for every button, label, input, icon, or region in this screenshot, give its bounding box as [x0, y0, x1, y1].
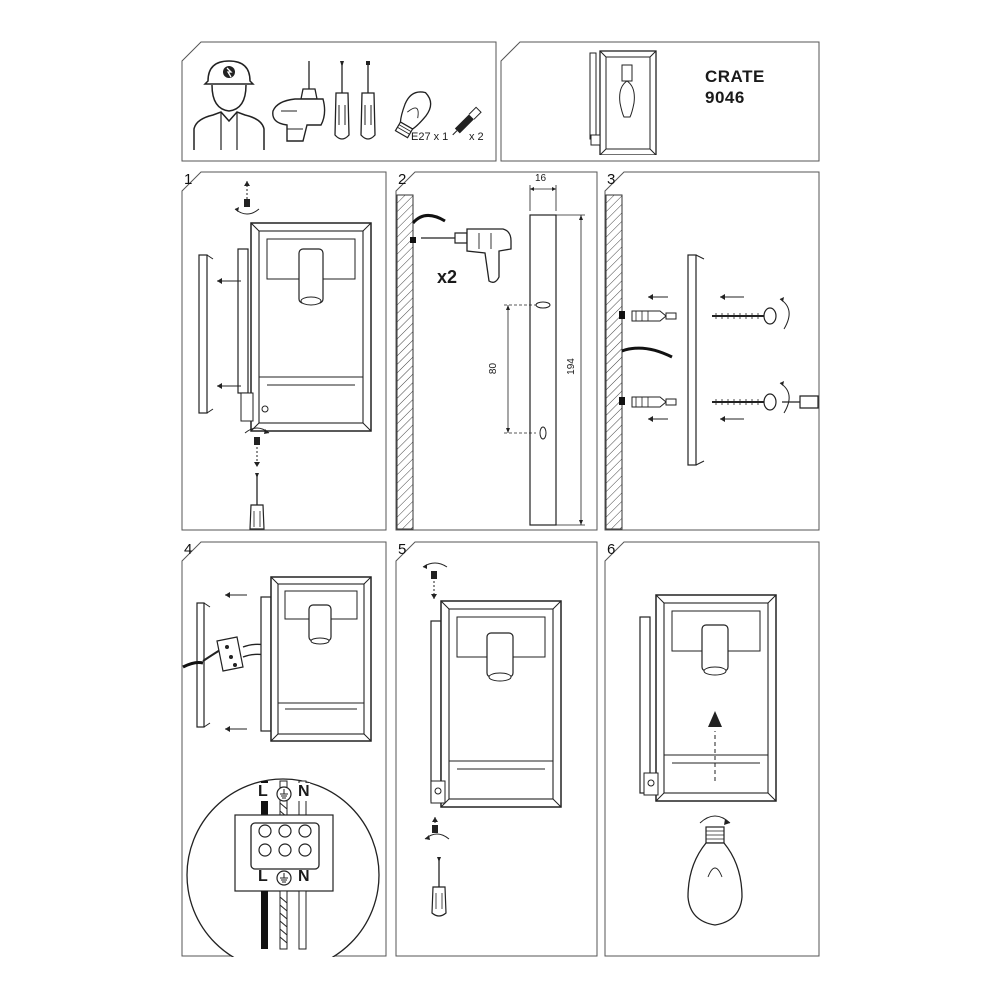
technician-icon	[193, 60, 265, 150]
tools-panel-frame	[181, 41, 497, 162]
wire-label-n-bottom: N	[298, 868, 310, 885]
step-2-panel: 2 x2 16 80 194	[395, 171, 598, 531]
wire-label-n-top: N	[298, 783, 310, 801]
step-1-panel: 1	[181, 171, 387, 531]
dim-height: 194	[565, 358, 577, 375]
drill-icon	[421, 228, 512, 283]
step-2-number: 2	[398, 171, 407, 188]
lamp-icon	[589, 50, 657, 155]
step-6-frame	[604, 541, 820, 957]
step-4-panel: 4 L N L N	[181, 541, 387, 957]
wall	[396, 194, 414, 530]
drill-template	[529, 214, 557, 526]
terminal-block	[202, 636, 266, 672]
arrow-icon	[708, 711, 722, 727]
step-1-number: 1	[184, 171, 193, 188]
screw	[244, 199, 250, 207]
step-2-frame	[395, 171, 598, 531]
screw-quantity: x 2	[469, 131, 484, 143]
bulb-icon	[687, 826, 743, 926]
step-1-frame	[181, 171, 387, 531]
earth-symbol-icon	[276, 786, 292, 802]
product-code: 9046	[705, 88, 745, 107]
rotate-icon	[699, 815, 731, 824]
earth-symbol-icon	[276, 870, 292, 886]
wall-plug-icon	[631, 396, 677, 408]
drill-multiplier: x2	[437, 267, 458, 287]
product-panel-frame	[500, 41, 820, 162]
bulb-quantity: E27 x 1	[411, 131, 449, 143]
step-5-panel: 5	[395, 541, 598, 957]
step-6-panel: 6	[604, 541, 820, 957]
step-3-frame	[604, 171, 820, 531]
drill-icon	[272, 61, 326, 142]
step-3-number: 3	[607, 171, 616, 188]
bracket	[196, 602, 205, 728]
wire-label-l-top: L	[258, 783, 268, 801]
rotate-icon	[779, 382, 790, 414]
product-label: CRATE 9046	[705, 66, 765, 108]
product-name: CRATE	[705, 67, 765, 86]
screwdriver-icon	[334, 61, 376, 140]
screwdriver-icon	[782, 395, 819, 409]
rotate-icon	[779, 298, 790, 330]
bulb-icon	[394, 91, 432, 139]
step-5-number: 5	[398, 541, 407, 558]
screw	[712, 393, 777, 411]
wire-label-l-bottom: L	[258, 868, 268, 885]
bracket	[687, 254, 697, 466]
step-4-frame	[181, 541, 387, 957]
wall-plug-icon	[631, 310, 677, 322]
dim-width: 16	[535, 173, 547, 184]
step-5-frame	[395, 541, 598, 957]
step-3-panel: 3	[604, 171, 820, 531]
screw	[712, 307, 777, 325]
step-6-number: 6	[607, 541, 616, 558]
tools-panel: E27 x 1 x 2	[181, 41, 497, 162]
dim-spacing: 80	[488, 362, 500, 375]
bracket	[198, 254, 208, 414]
screwdriver-icon	[431, 857, 447, 917]
wall	[605, 194, 623, 530]
wall-plug-icon	[452, 106, 482, 136]
rotate-icon	[234, 208, 260, 215]
step-4-number: 4	[184, 541, 193, 558]
screwdriver-icon	[249, 473, 265, 530]
product-panel	[500, 41, 820, 162]
